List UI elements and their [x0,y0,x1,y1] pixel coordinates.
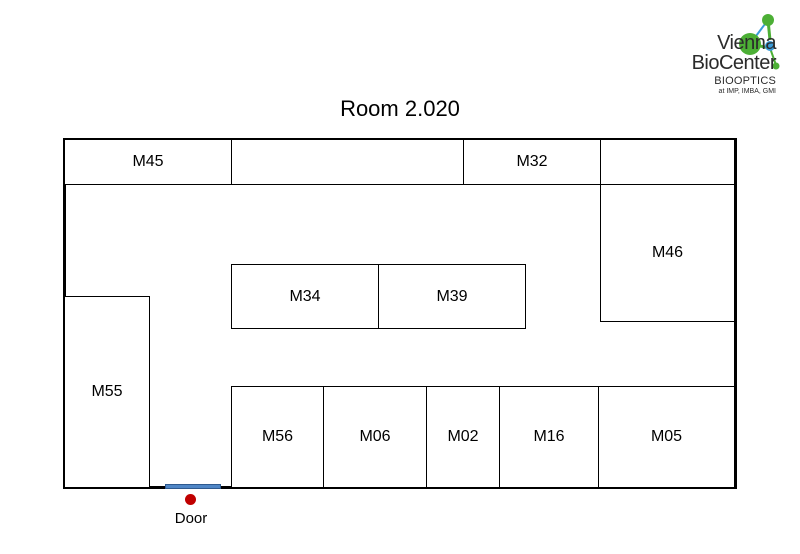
workstation-m16[interactable]: M16 [499,386,599,488]
door[interactable] [165,484,221,489]
workstation-label: M39 [436,287,468,305]
workstation-m39[interactable]: M39 [378,264,526,329]
logo-text-institutes: at IMP, IMBA, GMI [718,88,776,95]
workstation-label: M06 [359,428,391,445]
workstation-label: M56 [261,428,294,445]
logo-text-biooptics: BIOOPTICS [714,75,776,87]
workstation-m02[interactable]: M02 [426,386,500,488]
vienna-biocenter-logo: Vienna BioCenter BIOOPTICS at IMP, IMBA,… [664,10,792,100]
workstation-label: M16 [533,428,565,445]
workstation-top-blank[interactable] [231,139,464,185]
room-title: Room 2.020 [340,96,460,121]
workstation-m34[interactable]: M34 [231,264,379,329]
workstation-label: M02 [447,428,479,445]
biocenter-molecule-icon [739,14,780,70]
workstation-m45[interactable]: M45 [64,139,232,185]
workstation-label: M05 [650,428,683,445]
workstation-label: M45 [132,153,164,170]
workstation-label: M55 [91,383,123,400]
door-label: Door [174,510,208,527]
workstation-m46[interactable]: M46 [600,184,735,322]
workstation-m56[interactable]: M56 [231,386,324,488]
logo-text-biocenter: BioCenter [691,52,777,74]
logo-text-vienna: Vienna [717,32,776,54]
workstation-m06[interactable]: M06 [323,386,427,488]
workstation-top-right-blank[interactable] [600,139,735,185]
workstation-label: M34 [289,287,321,305]
door-marker-icon [185,494,196,505]
workstation-m32[interactable]: M32 [463,139,601,185]
workstation-label: M32 [516,153,548,170]
workstation-m55[interactable]: M55 [64,296,150,488]
workstation-m05[interactable]: M05 [598,386,735,488]
workstation-label: M46 [651,244,684,261]
